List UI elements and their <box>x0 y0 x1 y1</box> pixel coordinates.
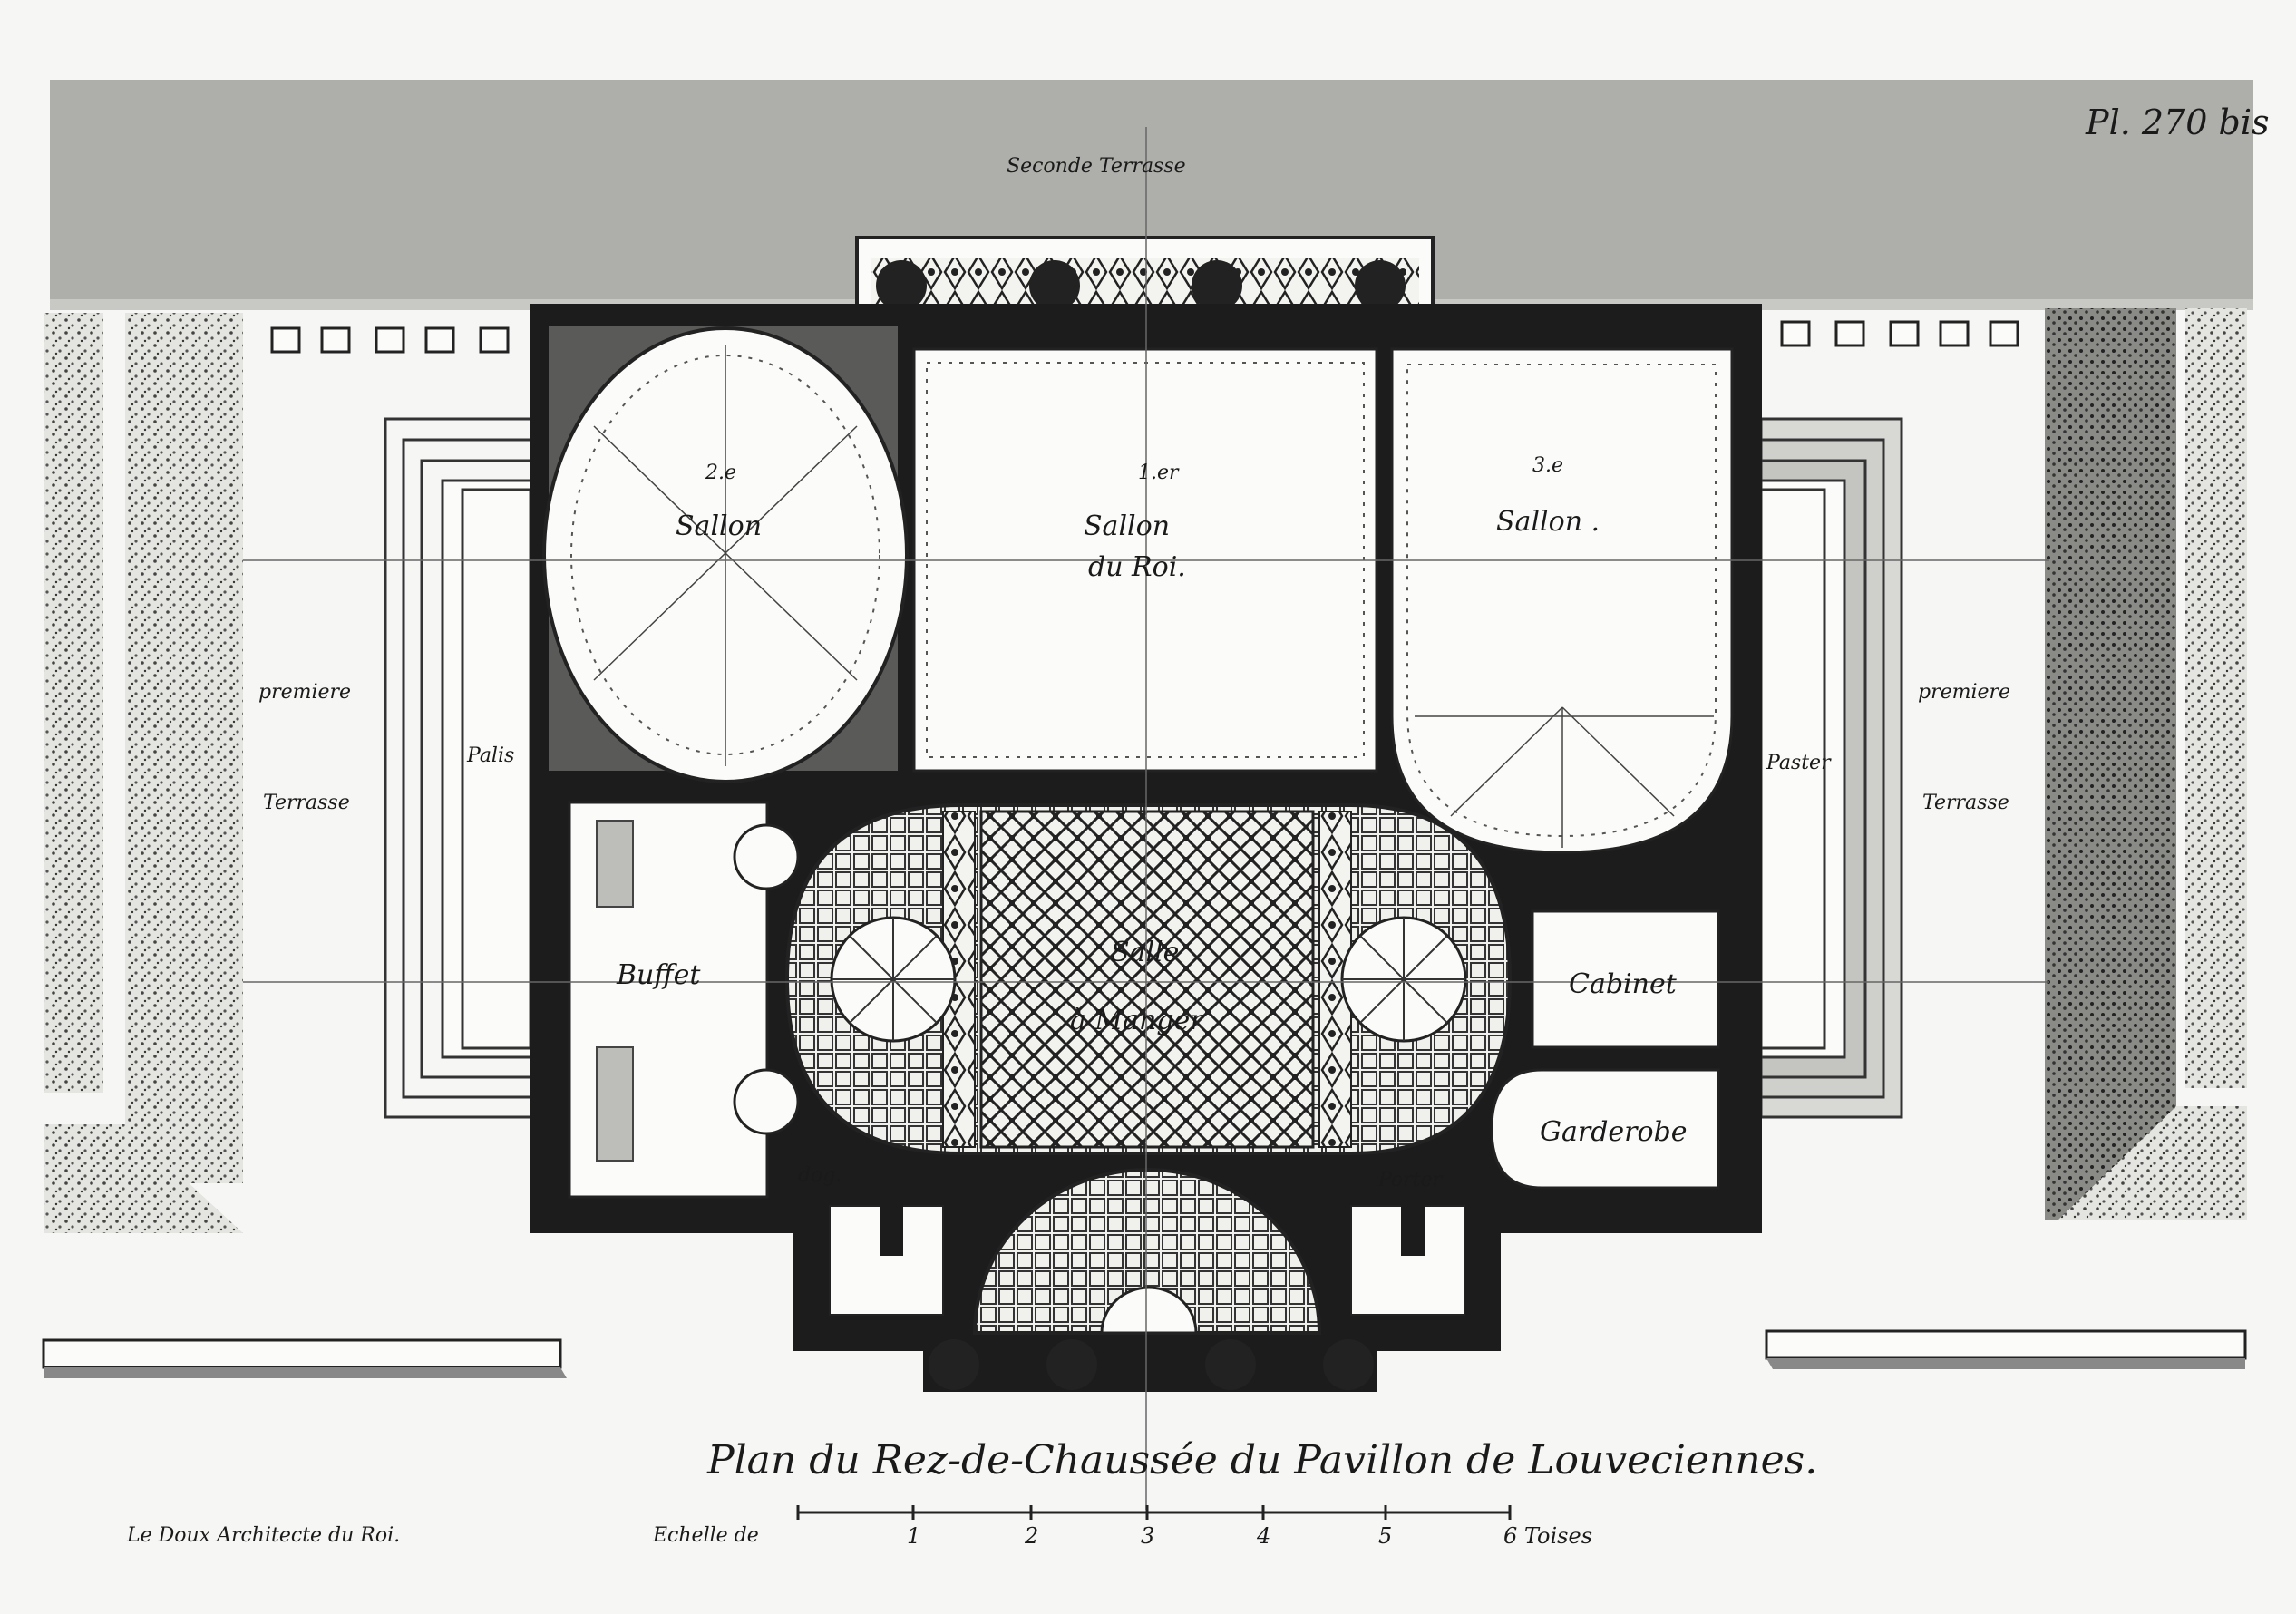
first-terrace-left-b: Terrasse <box>263 792 350 814</box>
left-terrace-steps <box>384 417 537 1119</box>
plan-title: Plan du Rez-de-Chaussée du Pavillon de L… <box>706 1437 1817 1483</box>
dining-label-b: à Manger <box>1070 1005 1204 1036</box>
garden-right-inner <box>2045 308 2176 1220</box>
balustrade-left <box>42 1338 567 1378</box>
buffet-room <box>568 801 800 1199</box>
salon-3-number: 3.e <box>1532 454 1563 477</box>
salon-3-label: Sallon . <box>1496 506 1600 538</box>
salon-1-label-b: du Roi. <box>1088 551 1186 583</box>
porter-label: Porter <box>1377 1169 1444 1191</box>
cabinet-room <box>1531 909 1720 1049</box>
scale-bar <box>796 1505 1512 1520</box>
right-pedestals <box>1780 320 2019 347</box>
first-terrace-right-a: premiere <box>1918 681 2010 704</box>
first-terrace-left-a: premiere <box>258 681 351 704</box>
scale-tick-1: 1 <box>907 1523 920 1549</box>
first-terrace-right-b: Terrasse <box>1922 792 2009 814</box>
left-pedestals <box>270 326 510 354</box>
garden-right-outer <box>2185 308 2247 1088</box>
scale-tick-4: 4 <box>1256 1523 1270 1549</box>
salon-2-number: 2.e <box>705 462 736 484</box>
plan-axes <box>243 127 2049 1510</box>
architect-credit: Le Doux Architecte du Roi. <box>126 1524 400 1547</box>
right-terrace-steps <box>1759 417 1903 1119</box>
scale-label: Echelle de <box>652 1524 759 1547</box>
side-label-left: Palis <box>466 744 514 767</box>
scale-tick-6: 6 Toises <box>1503 1523 1592 1549</box>
plate-number: Pl. 270 bis <box>2085 102 2269 142</box>
balustrade-right <box>1765 1329 2247 1369</box>
garden-left-inner <box>125 313 243 1183</box>
salon-2-label: Sallon <box>676 510 762 542</box>
salon-2-oval <box>542 326 909 783</box>
garderobe-label: Garderobe <box>1540 1116 1688 1148</box>
salon-3 <box>1390 347 1734 854</box>
scale-tick-3: 3 <box>1141 1523 1154 1549</box>
side-label-right: Paster <box>1766 752 1832 774</box>
dining-label: Salle <box>1111 937 1179 968</box>
buffet-label: Buffet <box>616 959 701 991</box>
garderobe-room <box>1490 1068 1720 1190</box>
garden-left-outer <box>44 313 103 1093</box>
cabinet-label: Cabinet <box>1569 968 1678 1000</box>
dining-hall <box>784 803 1513 1155</box>
south-rotunda <box>829 1168 1465 1390</box>
salon-1-label: Sallon <box>1084 510 1170 542</box>
salon-1-number: 1.er <box>1138 462 1180 484</box>
scale-tick-2: 2 <box>1024 1523 1038 1549</box>
scale-tick-5: 5 <box>1378 1523 1392 1549</box>
second-terrace-label: Seconde Terrasse <box>1007 155 1186 178</box>
dog-label: dog. <box>798 1164 842 1187</box>
